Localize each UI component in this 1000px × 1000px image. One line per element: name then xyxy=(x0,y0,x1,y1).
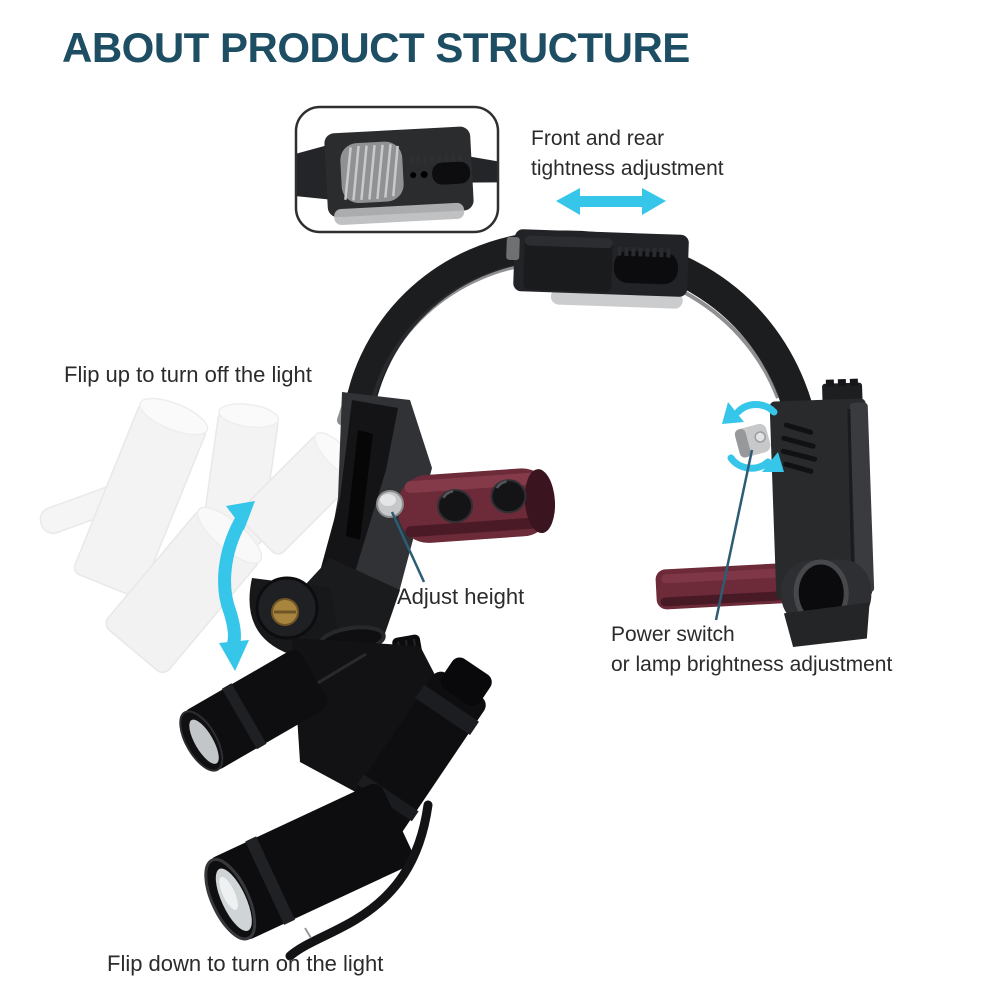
front-rear-adjustment-label: Front and rear tightness adjustment xyxy=(531,124,724,184)
horizontal-arrow-icon xyxy=(556,188,666,215)
height-adjust-knob xyxy=(376,490,404,518)
flip-down-label: Flip down to turn on the light xyxy=(107,951,384,976)
tightness-slider xyxy=(506,229,689,309)
power-switch-line2: or lamp brightness adjustment xyxy=(611,653,893,676)
flip-up-label: Flip up to turn off the light xyxy=(64,362,312,387)
flip-arm xyxy=(249,392,432,658)
rear-leather-strap xyxy=(655,562,809,610)
pointer-lines xyxy=(390,449,754,621)
cable-hook xyxy=(285,800,433,961)
front-rear-line1: Front and rear xyxy=(531,127,665,150)
flip-arrow-icon xyxy=(218,501,255,671)
page-title: ABOUT PRODUCT STRUCTURE xyxy=(62,24,690,71)
rotate-arrow-heads xyxy=(722,402,784,472)
loupes xyxy=(179,625,492,961)
inset-border xyxy=(294,105,500,234)
snap-button xyxy=(490,479,527,514)
height-leather-strap xyxy=(397,468,556,543)
snap-button xyxy=(437,489,474,524)
power-box xyxy=(769,378,875,648)
power-switch-line1: Power switch xyxy=(611,623,735,646)
front-rear-line2: tightness adjustment xyxy=(531,157,724,180)
ghost-loupes xyxy=(39,397,361,674)
power-switch-label: Power switch or lamp brightness adjustme… xyxy=(611,620,892,680)
inset-detail xyxy=(294,105,500,234)
adjust-height-label: Adjust height xyxy=(397,584,525,609)
brightness-knob xyxy=(734,423,771,458)
